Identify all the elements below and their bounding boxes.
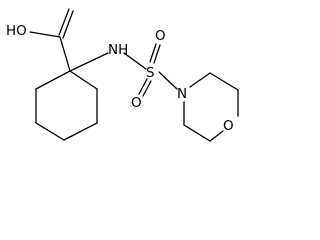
c-carboxyl-bond	[59, 36, 71, 72]
s-o-top-double-b	[153, 44, 161, 64]
n-s-bond	[123, 52, 147, 70]
c-oh-bond	[29, 31, 61, 38]
sulfonyl-oxygen-bottom-label: O	[131, 95, 142, 111]
c-n-bond	[69, 52, 109, 72]
ring-bond-1	[35, 70, 71, 90]
ring-bond-4	[63, 122, 98, 141]
morpholine-ring	[183, 72, 239, 142]
structure-diagram: HO NH S O O N O	[6, 8, 239, 142]
cyclohexane-ring	[35, 70, 98, 141]
morph-bond-4	[209, 130, 224, 142]
morpholine-oxygen-label: O	[223, 118, 234, 134]
molecule-drawing: HO NH S O O N O	[6, 8, 239, 142]
morph-bond-1	[189, 72, 211, 88]
s-n-morpholine-bond	[158, 71, 178, 90]
sulfur-label: S	[146, 65, 155, 81]
ring-bond-6	[69, 70, 98, 90]
s-o-top-double-a	[149, 43, 157, 63]
sulfonyl-oxygen-top-label: O	[155, 28, 166, 44]
morpholine-nitrogen-label: N	[177, 86, 187, 102]
ring-bond-3	[35, 122, 65, 141]
hydroxyl-label: HO	[6, 23, 27, 39]
s-o-bottom-double-a	[138, 78, 148, 95]
c-o-double-bond-a	[58, 8, 70, 36]
morph-bond-2	[209, 72, 239, 91]
carboxyl-group	[29, 8, 74, 72]
amine-label: NH	[108, 42, 128, 58]
s-o-bottom-double-b	[142, 80, 152, 97]
morph-bond-5	[183, 124, 211, 142]
c-o-double-bond-b	[62, 10, 74, 39]
sulfonamide-linker	[69, 43, 178, 97]
